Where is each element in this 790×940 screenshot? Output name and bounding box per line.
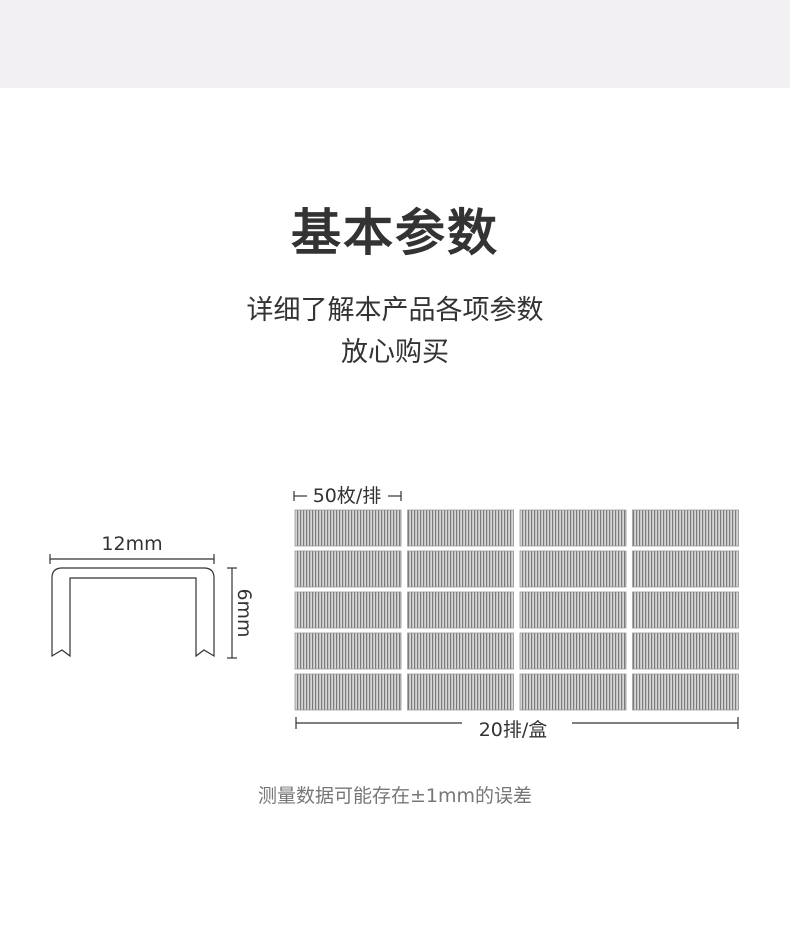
spec-diagram: 12mm 6mm 50枚/排 20排/盒 [49, 485, 739, 741]
per-row-label: 50枚/排 [313, 485, 382, 507]
staple-strip [632, 673, 739, 711]
staple-strip [632, 591, 739, 629]
staple-strip [407, 591, 514, 629]
staple-strip [294, 550, 402, 588]
staple-strip [294, 509, 402, 547]
staple-strip [294, 591, 402, 629]
staple-strip [632, 550, 739, 588]
staple-strip [519, 591, 627, 629]
rows-per-box-label: 20排/盒 [479, 719, 548, 741]
subtitle-line-1: 详细了解本产品各项参数 [246, 295, 544, 326]
staple-strip [407, 550, 514, 588]
staple-height-label: 6mm [233, 588, 255, 637]
page-title: 基本参数 [291, 204, 499, 262]
measurement-note: 测量数据可能存在±1mm的误差 [257, 785, 533, 807]
staple-strip [632, 509, 739, 547]
rows-per-box-dimension [295, 717, 739, 729]
staple-strip [519, 632, 627, 670]
per-row-dimension [293, 491, 402, 501]
staple-strip [632, 632, 739, 670]
staple-strip [519, 550, 627, 588]
staple-width-label: 12mm [101, 533, 162, 555]
staple-strip [294, 632, 402, 670]
staple-strip [407, 632, 514, 670]
staple-strip [294, 673, 402, 711]
staple-strip [519, 509, 627, 547]
staple-outline [51, 567, 215, 658]
subtitle-line-2: 放心购买 [341, 337, 449, 368]
top-band [0, 0, 790, 88]
staple-strip-grid [294, 509, 739, 711]
staple-strip [407, 509, 514, 547]
staple-strip [407, 673, 514, 711]
staple-strip [519, 673, 627, 711]
subtitle: 详细了解本产品各项参数 放心购买 [0, 290, 790, 374]
staple-drawing [49, 554, 237, 659]
